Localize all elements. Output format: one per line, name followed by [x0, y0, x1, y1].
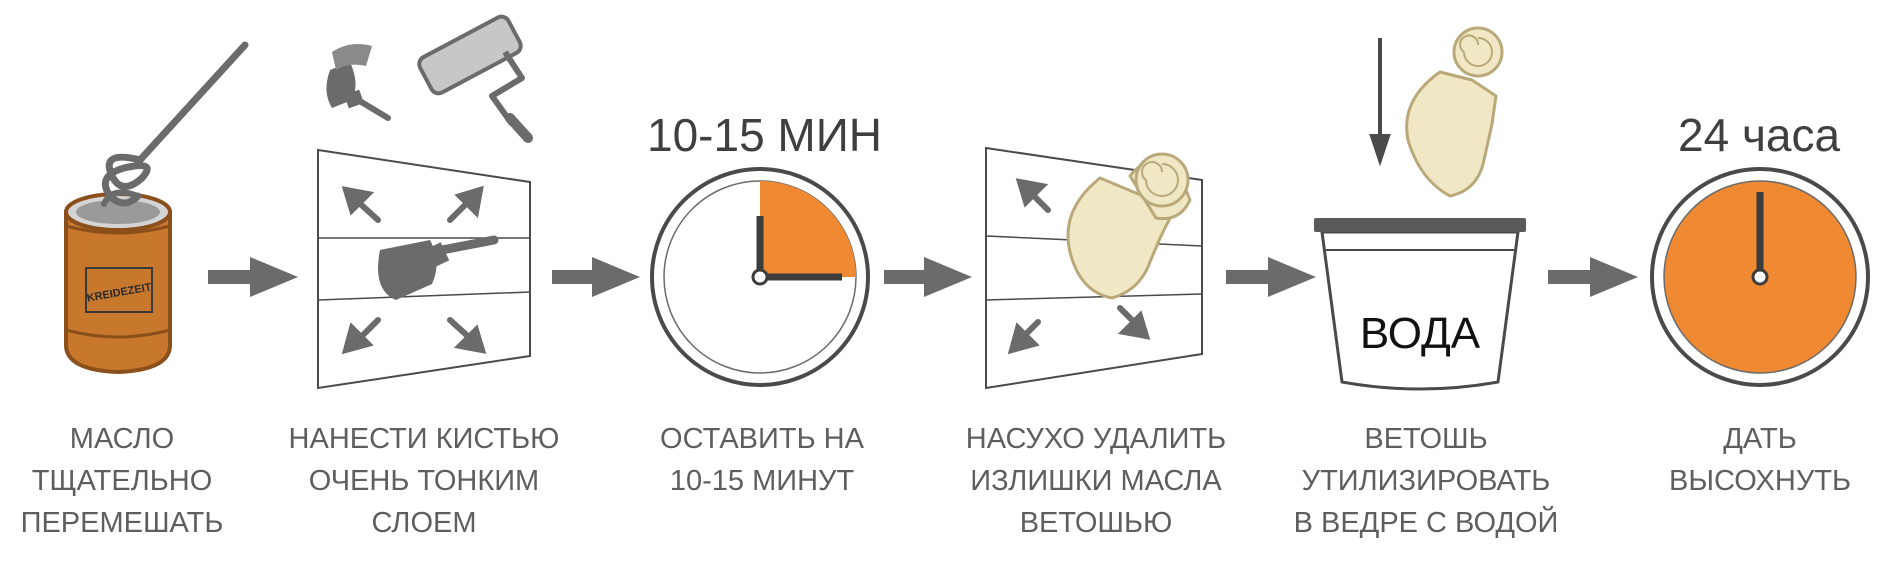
- wait-time-heading: 10-15 МИН: [647, 109, 883, 161]
- caption-line: УТИЛИЗИРОВАТЬ: [1301, 465, 1551, 497]
- caption-line: ОЧЕНЬ ТОНКИМ: [308, 465, 540, 497]
- dry-time-heading: 24 часа: [1678, 109, 1841, 161]
- step-caption-mix: МАСЛО ТЩАТЕЛЬНО ПЕРЕМЕШАТЬ: [0, 418, 272, 544]
- mixer-icon: [101, 41, 249, 207]
- bucket-label: ВОДА: [1360, 309, 1481, 358]
- arrow-icon: [1226, 257, 1316, 297]
- arrow-icon: [1548, 257, 1638, 297]
- rag-icon: [1405, 26, 1504, 198]
- caption-line: ОСТАВИТЬ НА: [660, 423, 864, 455]
- paint-roller-icon: [417, 14, 533, 143]
- clock-24-hours-icon: [1650, 167, 1870, 387]
- caption-line: НАНЕСТИ КИСТЬЮ: [288, 423, 560, 455]
- caption-line: ТЩАТЕЛЬНО: [31, 465, 213, 497]
- rag-icon: [1066, 152, 1192, 300]
- caption-line: ВЫСОХНУТЬ: [1668, 465, 1852, 497]
- brush-small-icon: [326, 44, 391, 121]
- paintbrush-icon: [378, 235, 499, 300]
- arrow-icon: [884, 257, 972, 297]
- clock-fill-sector: [760, 181, 856, 277]
- oil-can-icon: KREIDEZEIT: [64, 192, 172, 375]
- step-caption-wait: ОСТАВИТЬ НА 10-15 МИНУТ: [612, 418, 912, 502]
- caption-line: ИЗЛИШКИ МАСЛА: [970, 465, 1222, 497]
- arrow-icon: [552, 257, 640, 297]
- arrow-icon: [208, 257, 298, 297]
- spread-arrows-icon: [341, 185, 487, 355]
- caption-line: СЛОЕМ: [371, 507, 477, 539]
- caption-line: В ВЕДРЕ С ВОДОЙ: [1293, 507, 1559, 539]
- spread-arrows-icon: [1007, 178, 1151, 355]
- caption-line: ВЕТОШЬЮ: [1019, 507, 1173, 539]
- step-caption-dispose: ВЕТОШЬ УТИЛИЗИРОВАТЬ В ВЕДРЕ С ВОДОЙ: [1276, 418, 1576, 544]
- step-caption-apply: НАНЕСТИ КИСТЬЮ ОЧЕНЬ ТОНКИМ СЛОЕМ: [274, 418, 574, 544]
- caption-line: ВЕТОШЬ: [1364, 423, 1488, 455]
- bucket-icon: ВОДА: [1314, 218, 1526, 391]
- caption-line: НАСУХО УДАЛИТЬ: [965, 423, 1227, 455]
- step-caption-dry: ДАТЬ ВЫСОХНУТЬ: [1610, 418, 1887, 502]
- clock-10-15-min-icon: [650, 167, 870, 387]
- caption-line: МАСЛО: [69, 423, 175, 455]
- caption-line: ДАТЬ: [1723, 423, 1797, 455]
- down-arrow-icon: [1369, 38, 1391, 167]
- caption-line: 10-15 МИНУТ: [669, 465, 855, 497]
- step-caption-wipe: НАСУХО УДАЛИТЬ ИЗЛИШКИ МАСЛА ВЕТОШЬЮ: [946, 418, 1246, 544]
- caption-line: ПЕРЕМЕШАТЬ: [20, 507, 224, 539]
